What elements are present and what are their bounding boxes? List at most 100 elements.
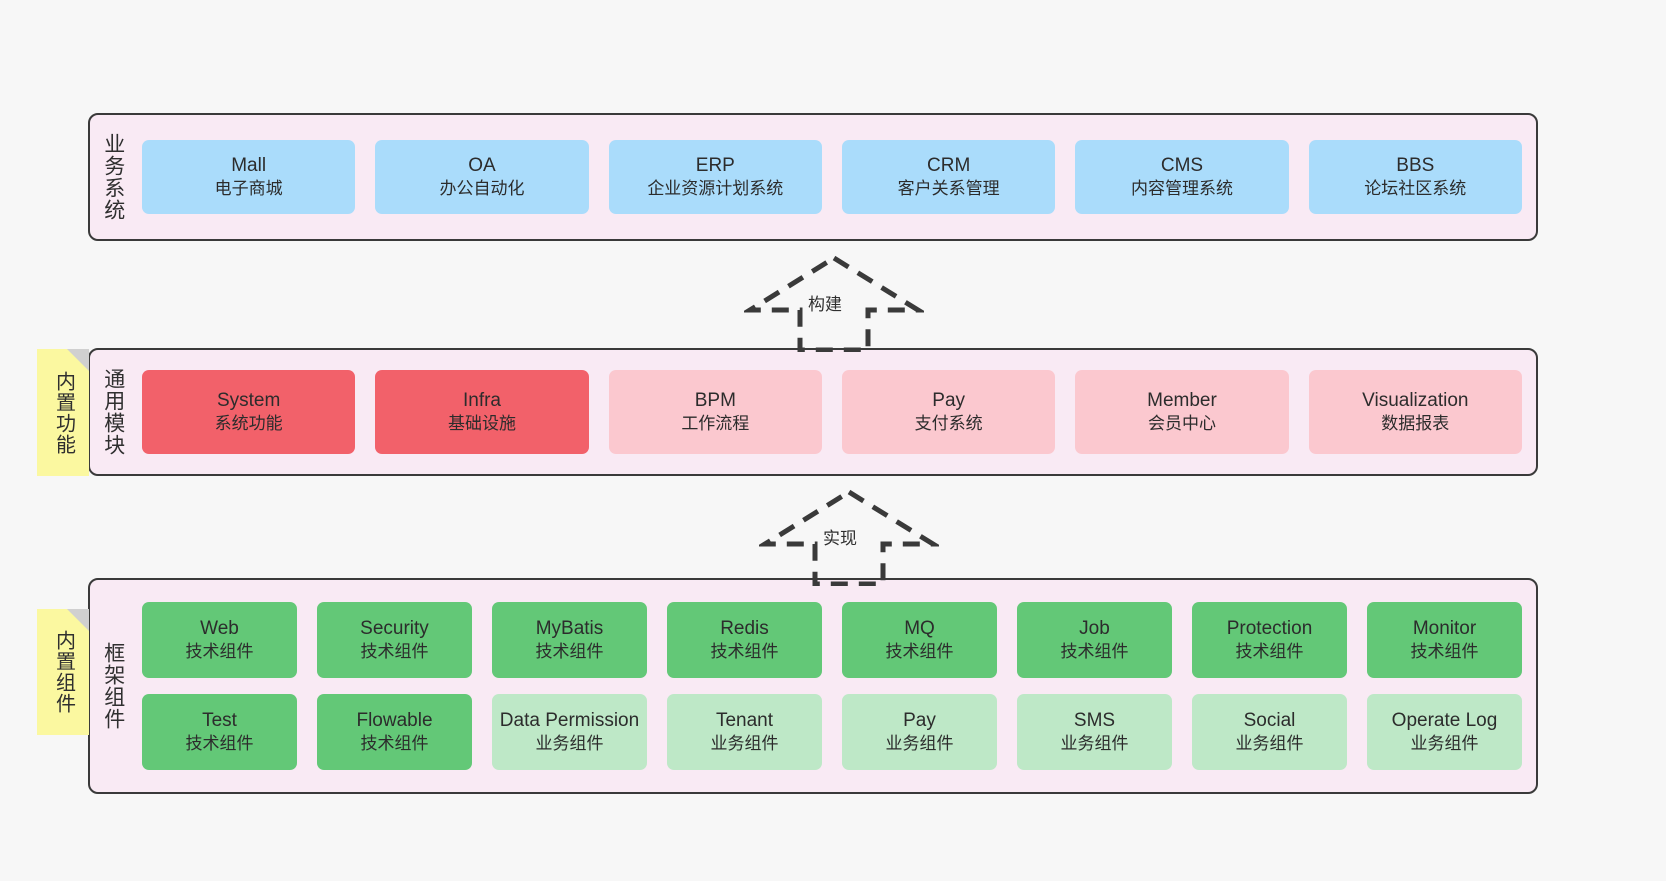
layer-title-common-modules: 通用模块 xyxy=(101,368,125,456)
card-title-en: SMS xyxy=(1073,710,1116,732)
card-system[interactable]: System 系统功能 xyxy=(142,370,356,454)
card-mq[interactable]: MQ 技术组件 xyxy=(842,602,997,678)
card-title-cn: 企业资源计划系统 xyxy=(647,179,784,199)
sticky-note-builtin-features: 内置功能 xyxy=(37,349,89,476)
card-title-cn: 数据报表 xyxy=(1381,414,1450,434)
card-title-en: Member xyxy=(1147,390,1217,412)
card-title-en: Data Permission xyxy=(499,710,640,732)
card-row: Test 技术组件 Flowable 技术组件 Data Permission … xyxy=(142,694,1522,770)
card-member[interactable]: Member 会员中心 xyxy=(1075,370,1289,454)
card-title-en: Pay xyxy=(932,390,966,412)
card-title-cn: 技术组件 xyxy=(360,734,429,754)
card-title-cn: 客户关系管理 xyxy=(897,179,1000,199)
card-title-en: BBS xyxy=(1396,155,1435,177)
card-pay-module[interactable]: Pay 支付系统 xyxy=(841,370,1056,454)
card-oa[interactable]: OA 办公自动化 xyxy=(375,140,589,214)
card-erp[interactable]: ERP 企业资源计划系统 xyxy=(608,140,822,214)
card-title-cn: 技术组件 xyxy=(710,642,779,662)
card-title-en: Monitor xyxy=(1412,618,1477,640)
card-tenant[interactable]: Tenant 业务组件 xyxy=(667,694,822,770)
layer-business-systems: 业务系统 Mall 电子商城 OA 办公自动化 ERP 企业资源计划系统 CRM… xyxy=(88,113,1538,241)
arrow-implement xyxy=(759,489,939,586)
card-title-en: Job xyxy=(1079,618,1110,640)
card-data-permission[interactable]: Data Permission 业务组件 xyxy=(492,694,647,770)
card-title-cn: 系统功能 xyxy=(214,414,283,434)
card-title-en: OA xyxy=(468,155,496,177)
card-title-en: ERP xyxy=(695,155,735,177)
card-sms[interactable]: SMS 业务组件 xyxy=(1017,694,1172,770)
card-mall[interactable]: Mall 电子商城 xyxy=(142,140,356,214)
card-job[interactable]: Job 技术组件 xyxy=(1017,602,1172,678)
card-row: System 系统功能 Infra 基础设施 BPM 工作流程 Pay 支付系统… xyxy=(142,370,1522,454)
card-test[interactable]: Test 技术组件 xyxy=(142,694,297,770)
layer-body-common-modules: System 系统功能 Infra 基础设施 BPM 工作流程 Pay 支付系统… xyxy=(136,350,1536,474)
layer-body-framework-components: Web 技术组件 Security 技术组件 MyBatis 技术组件 Redi… xyxy=(136,580,1536,792)
card-title-cn: 技术组件 xyxy=(535,642,604,662)
card-title-cn: 电子商城 xyxy=(214,179,283,199)
card-title-cn: 技术组件 xyxy=(185,734,254,754)
card-title-en: Social xyxy=(1243,710,1296,732)
card-operate-log[interactable]: Operate Log 业务组件 xyxy=(1367,694,1522,770)
card-title-cn: 支付系统 xyxy=(914,414,983,434)
card-title-cn: 内容管理系统 xyxy=(1130,179,1233,199)
card-title-cn: 办公自动化 xyxy=(439,179,525,199)
card-title-cn: 技术组件 xyxy=(885,642,954,662)
card-title-en: Redis xyxy=(720,618,769,640)
card-title-cn: 技术组件 xyxy=(185,642,254,662)
card-title-en: BPM xyxy=(694,390,736,412)
card-title-en: Web xyxy=(200,618,239,640)
card-title-cn: 会员中心 xyxy=(1147,414,1216,434)
card-title-en: CMS xyxy=(1160,155,1204,177)
card-title-cn: 技术组件 xyxy=(1235,642,1304,662)
card-title-en: Flowable xyxy=(356,710,433,732)
card-title-en: MQ xyxy=(904,618,935,640)
card-mybatis[interactable]: MyBatis 技术组件 xyxy=(492,602,647,678)
card-pay-component[interactable]: Pay 业务组件 xyxy=(842,694,997,770)
card-title-en: System xyxy=(216,390,281,412)
sticky-note-builtin-components: 内置组件 xyxy=(37,609,89,735)
card-bbs[interactable]: BBS 论坛社区系统 xyxy=(1308,140,1522,214)
card-title-cn: 技术组件 xyxy=(1060,642,1129,662)
layer-framework-components: 框架组件 Web 技术组件 Security 技术组件 MyBatis 技术组件… xyxy=(88,578,1538,794)
card-crm[interactable]: CRM 客户关系管理 xyxy=(841,140,1056,214)
card-row: Web 技术组件 Security 技术组件 MyBatis 技术组件 Redi… xyxy=(142,602,1522,678)
card-title-cn: 业务组件 xyxy=(885,734,954,754)
card-title-en: Test xyxy=(202,710,237,732)
arrow-label-build: 构建 xyxy=(808,295,842,314)
card-monitor[interactable]: Monitor 技术组件 xyxy=(1367,602,1522,678)
card-social[interactable]: Social 业务组件 xyxy=(1192,694,1347,770)
card-title-cn: 论坛社区系统 xyxy=(1364,179,1467,199)
card-redis[interactable]: Redis 技术组件 xyxy=(667,602,822,678)
card-title-en: MyBatis xyxy=(535,618,604,640)
layer-title-framework-components: 框架组件 xyxy=(101,642,125,730)
layer-title-business-systems: 业务系统 xyxy=(101,133,125,221)
card-title-en: Visualization xyxy=(1362,390,1469,412)
card-flowable[interactable]: Flowable 技术组件 xyxy=(317,694,472,770)
card-infra[interactable]: Infra 基础设施 xyxy=(375,370,589,454)
card-title-cn: 工作流程 xyxy=(681,414,750,434)
card-title-en: CRM xyxy=(927,155,971,177)
card-title-cn: 技术组件 xyxy=(360,642,429,662)
card-title-en: Tenant xyxy=(715,710,774,732)
card-title-en: Mall xyxy=(231,155,267,177)
card-cms[interactable]: CMS 内容管理系统 xyxy=(1075,140,1289,214)
card-title-en: Security xyxy=(360,618,429,640)
card-title-cn: 业务组件 xyxy=(1235,734,1304,754)
card-title-cn: 业务组件 xyxy=(535,734,604,754)
arrow-build xyxy=(744,255,924,352)
layer-body-business-systems: Mall 电子商城 OA 办公自动化 ERP 企业资源计划系统 CRM 客户关系… xyxy=(136,115,1536,239)
card-protection[interactable]: Protection 技术组件 xyxy=(1192,602,1347,678)
card-title-en: Operate Log xyxy=(1391,710,1498,732)
card-row: Mall 电子商城 OA 办公自动化 ERP 企业资源计划系统 CRM 客户关系… xyxy=(142,140,1522,214)
card-title-cn: 业务组件 xyxy=(710,734,779,754)
card-title-en: Infra xyxy=(462,390,501,412)
card-title-en: Protection xyxy=(1226,618,1313,640)
card-visualization[interactable]: Visualization 数据报表 xyxy=(1308,370,1522,454)
card-security[interactable]: Security 技术组件 xyxy=(317,602,472,678)
layer-common-modules: 通用模块 System 系统功能 Infra 基础设施 BPM 工作流程 Pay… xyxy=(88,348,1538,476)
card-web[interactable]: Web 技术组件 xyxy=(142,602,297,678)
card-bpm[interactable]: BPM 工作流程 xyxy=(608,370,822,454)
arrow-label-implement: 实现 xyxy=(823,529,857,548)
card-title-cn: 业务组件 xyxy=(1410,734,1479,754)
